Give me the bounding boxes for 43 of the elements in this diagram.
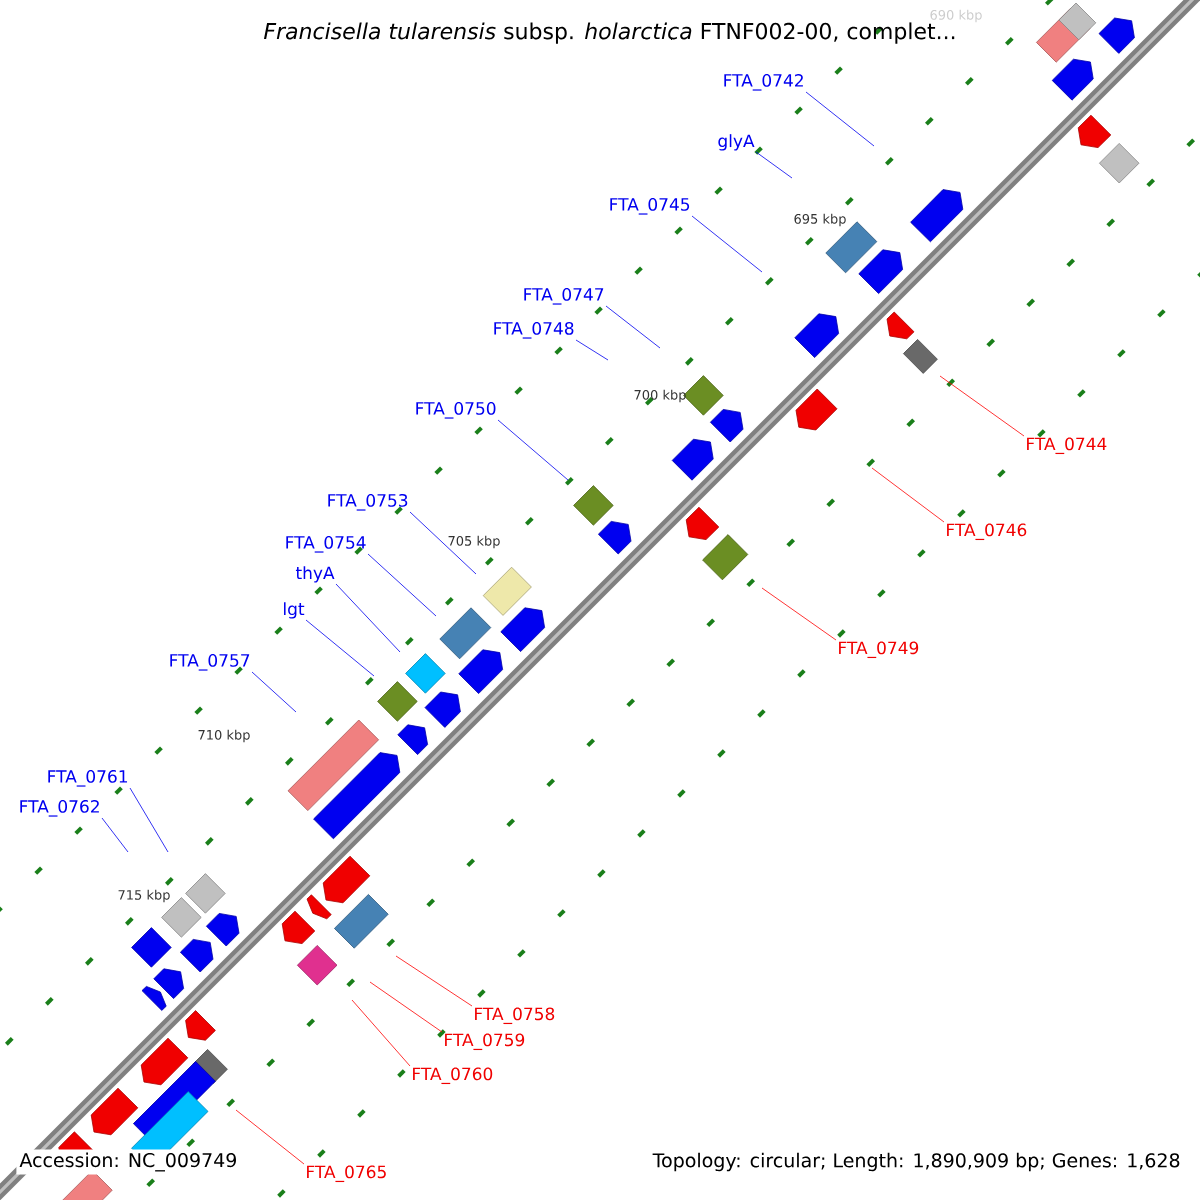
leader-line [367, 553, 437, 617]
gene-label: glyA [718, 134, 755, 151]
gene-label: thyA [295, 566, 335, 583]
gene-label: FTA_0765 [307, 1165, 386, 1183]
gene-label: FTA_0761 [48, 770, 128, 787]
leader-line [497, 419, 569, 481]
leader-line [235, 1109, 305, 1165]
leader-line [395, 955, 473, 1007]
gene-label: FTA_0757 [170, 654, 250, 671]
leader-line [605, 305, 661, 349]
gene-label: FTA_0745 [610, 198, 690, 215]
gene-label: FTA_0758 [475, 1007, 555, 1025]
leader-line [129, 787, 169, 853]
gene-label: FTA_0759 [445, 1033, 525, 1051]
gene-label: FTA_0742 [724, 74, 803, 91]
leader-line [251, 671, 297, 713]
gene-label: lgt [284, 602, 305, 619]
gene-label: FTA_0744 [1027, 437, 1107, 455]
gene-label: FTA_0748 [494, 322, 574, 339]
info-text: Accession: NC_009749 [16, 1149, 241, 1175]
gene-label: FTA_0749 [839, 641, 919, 659]
gene-label: FTA_0762 [20, 800, 99, 817]
gene-label: FTA_0746 [947, 523, 1027, 541]
gene-label: FTA_0753 [328, 494, 408, 511]
leader-line [755, 151, 793, 179]
gene-label: FTA_0760 [413, 1067, 493, 1085]
info-text: Topology: circular; Length: 1,890,909 bp; Genes: 1,628 [649, 1149, 1184, 1175]
gene-label: FTA_0754 [286, 536, 366, 553]
leader-line [939, 375, 1025, 437]
gene-label: FTA_0750 [416, 402, 496, 419]
leader-line [691, 215, 763, 273]
gene-label: FTA_0747 [524, 288, 604, 305]
leader-line [409, 511, 477, 575]
leader-line [369, 981, 443, 1033]
leader-line [305, 619, 375, 677]
leader-line [575, 339, 609, 361]
leader-line [351, 999, 411, 1067]
leader-line [871, 467, 945, 523]
leader-line [101, 817, 129, 853]
leader-line [335, 583, 401, 653]
leader-line [761, 587, 837, 641]
title: Francisella tularensis subsp. holarctica FTNF002-00, complet... [264, 22, 955, 44]
leader-line [805, 91, 875, 147]
